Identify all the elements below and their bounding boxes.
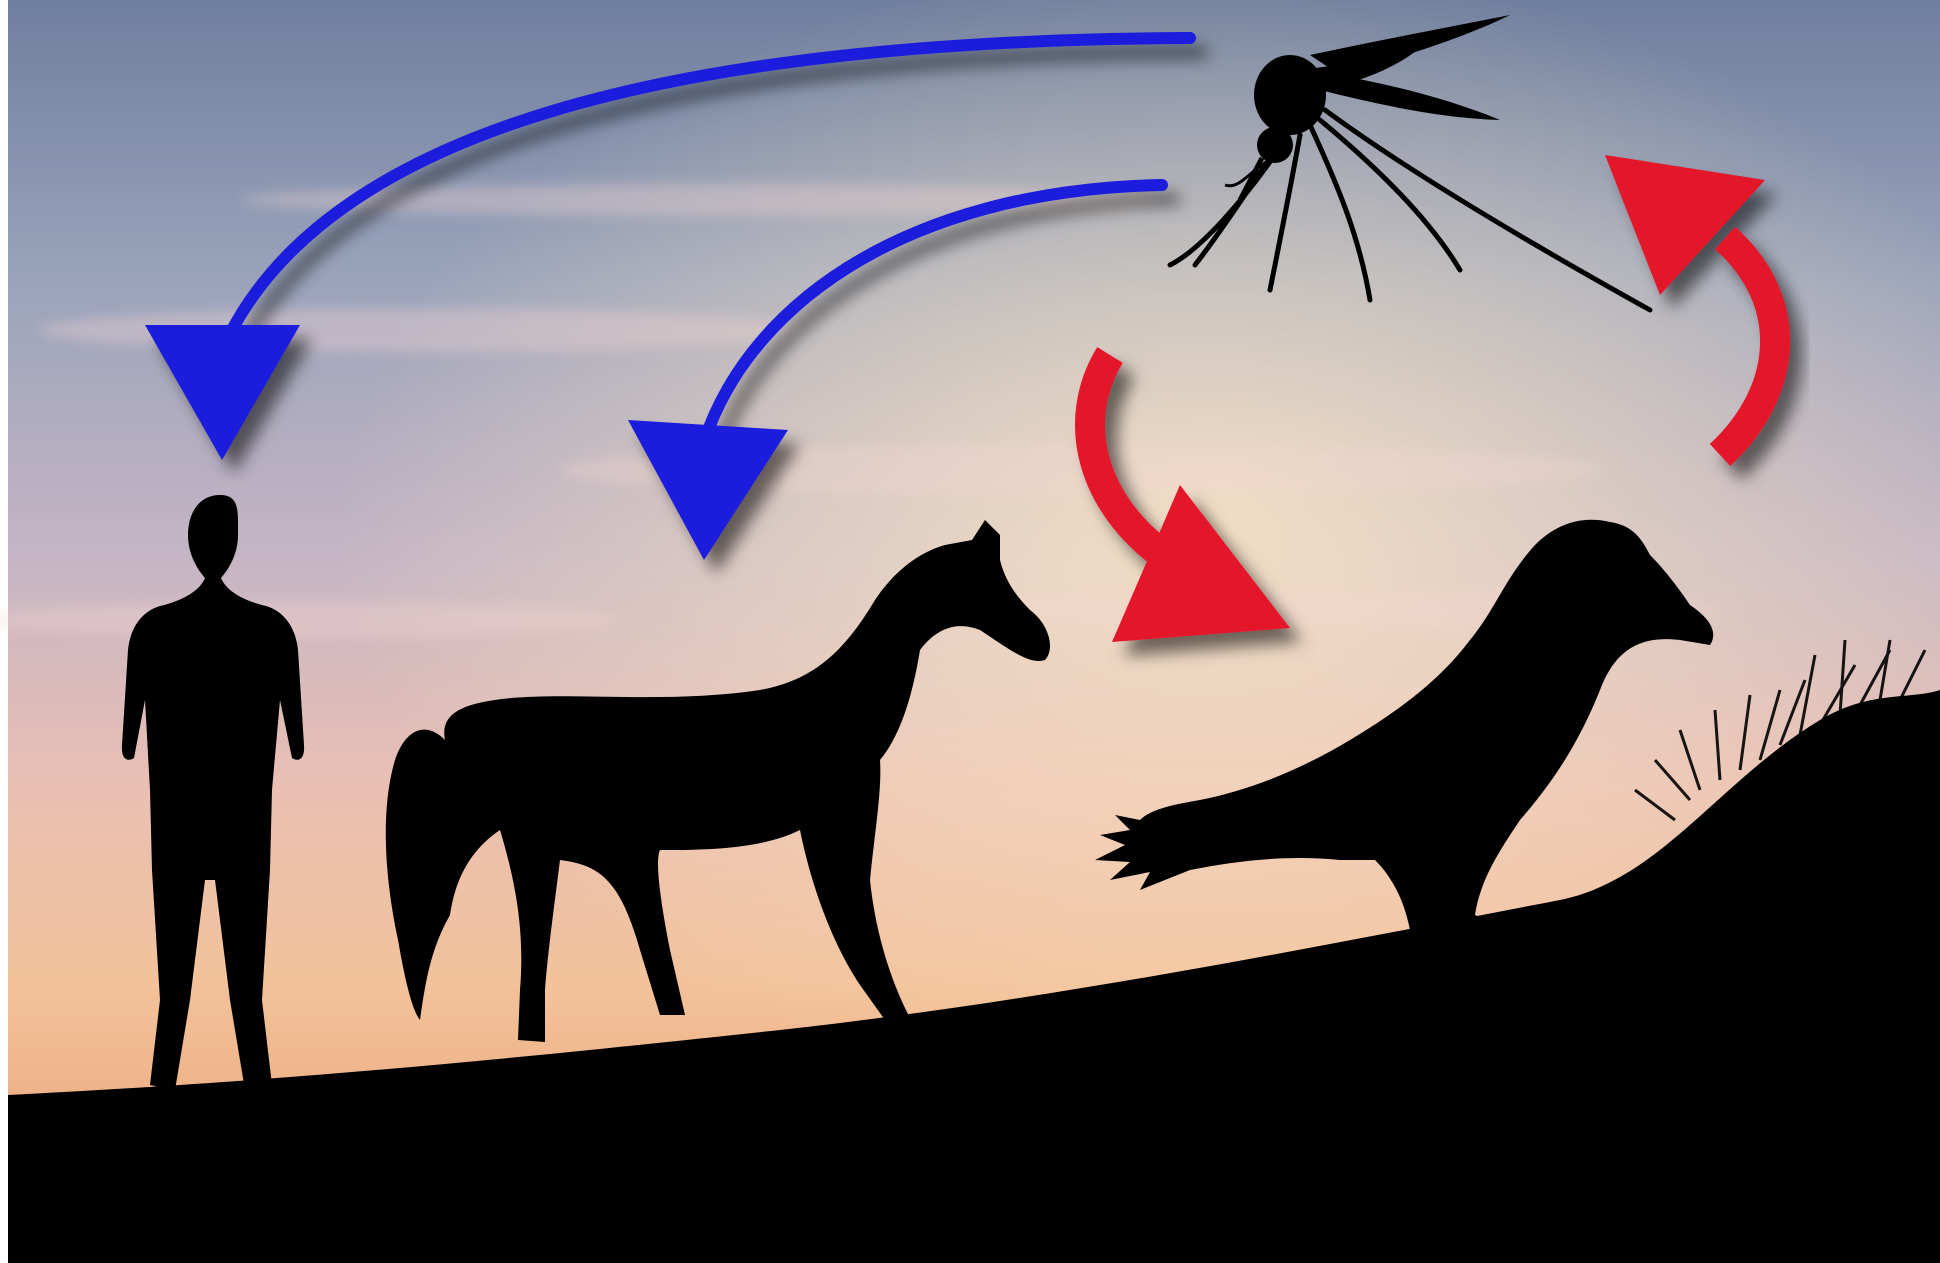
transmission-cycle-diagram bbox=[0, 0, 1940, 1263]
